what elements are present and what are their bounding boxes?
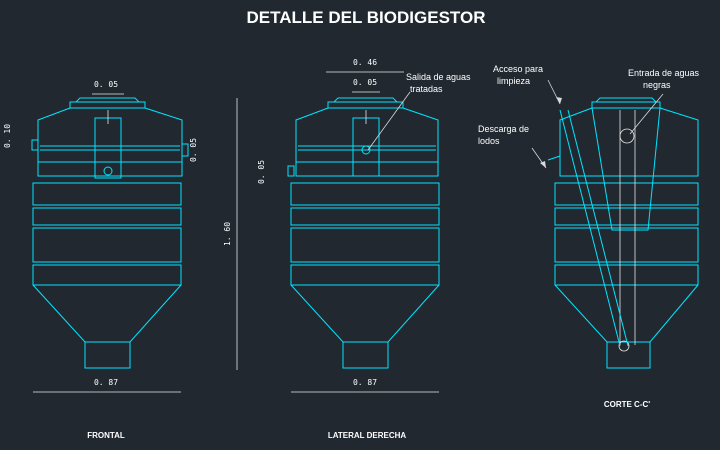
access-note-line1: Acceso para (493, 64, 543, 74)
section-ring (554, 182, 699, 206)
lateral-lid (327, 101, 404, 109)
lateral-view-label: LATERAL DERECHA (328, 431, 407, 440)
lateral-outlet-hole (361, 145, 371, 155)
outlet-note-line2: tratadas (410, 84, 443, 94)
section-ring (554, 207, 699, 226)
section-view: Acceso para limpieza Descarga de lodos E… (478, 64, 700, 409)
frontal-view-label: FRONTAL (87, 431, 125, 440)
height-dim: 1. 60 (223, 222, 232, 246)
frontal-left-dim: 0. 10 (3, 124, 12, 148)
section-sludge-outlet (606, 341, 651, 369)
lateral-sludge-outlet (342, 341, 389, 369)
frontal-lid-top (75, 97, 140, 103)
frontal-ring (32, 182, 182, 206)
cleaning-pipe-wall (559, 109, 621, 347)
inlet-note-line2: negras (643, 80, 671, 90)
frontal-sludge-outlet (84, 341, 131, 369)
section-shoulder (559, 107, 699, 177)
frontal-left-nozzle (31, 139, 39, 151)
lateral-top-outer-dim: 0. 46 (353, 58, 377, 67)
lateral-view: 0. 46 0. 05 0. 05 0. 87 Salida de aguas … (257, 58, 471, 440)
sludge-pipe (547, 155, 561, 161)
inlet-opening (619, 128, 635, 144)
discharge-note-line1: Descarga de (478, 124, 529, 134)
frontal-shoulder (37, 107, 183, 177)
lateral-ring (290, 227, 440, 263)
access-arrowhead (556, 97, 562, 104)
frontal-cone (32, 284, 182, 343)
lateral-top-inner-dim: 0. 05 (353, 78, 377, 87)
frontal-outlet-hole (103, 166, 113, 176)
frontal-center-plate (94, 117, 122, 179)
section-ring (554, 227, 699, 263)
section-lid (591, 101, 661, 109)
frontal-right-dim: 0. 05 (189, 138, 198, 162)
section-view-label: CORTE C-C' (604, 400, 650, 409)
section-cone (554, 284, 699, 343)
cleaning-pipe-wall (567, 109, 629, 347)
drawing-title: DETALLE DEL BIODIGESTOR (247, 8, 486, 27)
outlet-leader-line (367, 91, 411, 151)
frontal-ring (32, 227, 182, 263)
lateral-left-nozzle (287, 165, 295, 177)
frontal-lid (69, 101, 146, 109)
inlet-leader-line (629, 93, 664, 135)
frontal-bottom-dim: 0. 87 (94, 378, 118, 387)
inlet-note-line1: Entrada de aguas (628, 68, 700, 78)
discharge-note-line2: lodos (478, 136, 500, 146)
access-note-line2: limpieza (497, 76, 530, 86)
lateral-ring (290, 207, 440, 226)
lateral-center-plate (352, 117, 380, 177)
pipe-bottom-end (618, 340, 630, 352)
outlet-note-line1: Salida de aguas (406, 72, 471, 82)
height-dimension: 1. 60 (223, 98, 238, 370)
lateral-bottom-dim: 0. 87 (353, 378, 377, 387)
discharge-arrowhead (540, 161, 546, 168)
frontal-view: 0. 05 0. 10 0. 05 0. 87 FRONTAL (3, 80, 198, 440)
section-inner-funnel (591, 107, 661, 231)
section-ring (554, 264, 699, 286)
lateral-ring (290, 264, 440, 286)
lateral-ring (290, 182, 440, 206)
lateral-cone (290, 284, 440, 343)
frontal-right-nozzle (181, 143, 189, 157)
frontal-ring (32, 264, 182, 286)
frontal-top-dim: 0. 05 (94, 80, 118, 89)
section-lid-top (595, 97, 657, 103)
lateral-lid-top (333, 97, 398, 103)
lateral-left-dim: 0. 05 (257, 160, 266, 184)
frontal-ring (32, 207, 182, 226)
